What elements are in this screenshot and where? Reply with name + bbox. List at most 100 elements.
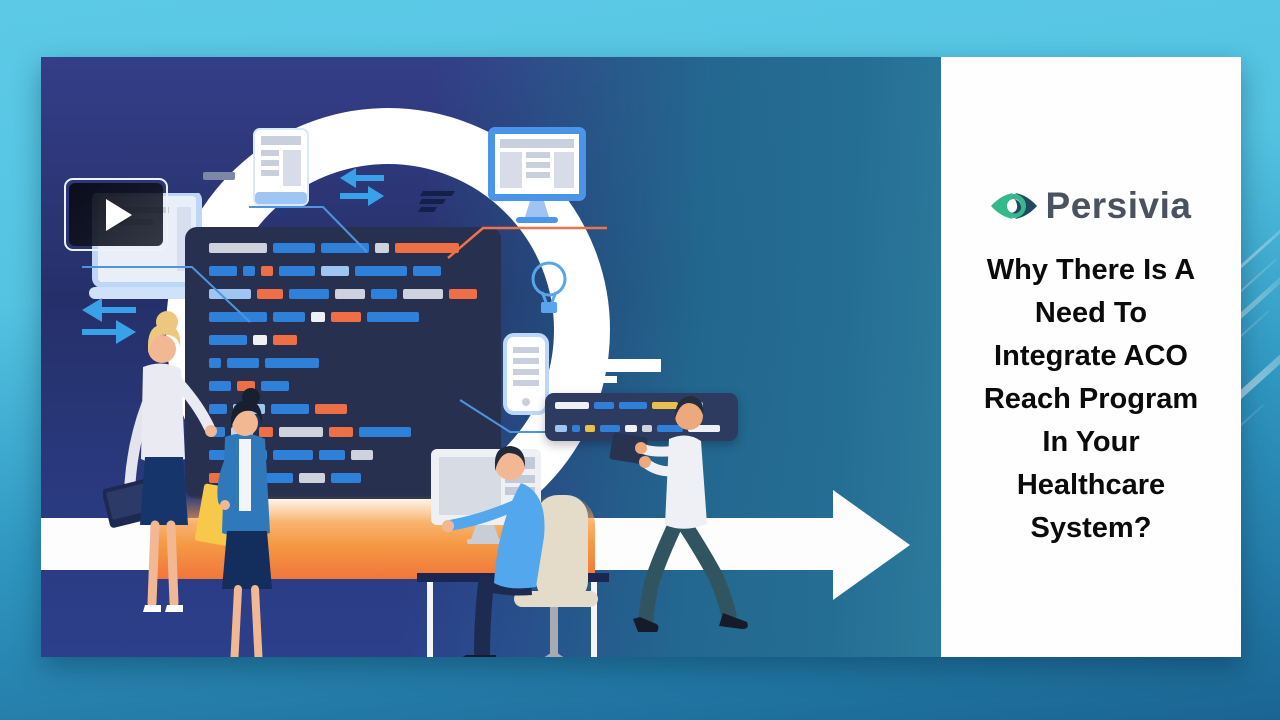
bar-segment xyxy=(273,243,315,253)
brand-name: Persivia xyxy=(1045,185,1192,226)
bar-segment xyxy=(299,473,325,483)
bar-segment xyxy=(600,425,620,432)
person-sitting-at-desk xyxy=(442,446,598,657)
bar-segment xyxy=(449,289,477,299)
bar-segment xyxy=(237,381,255,391)
person-with-laptop xyxy=(103,311,217,612)
bar-segment xyxy=(209,312,267,322)
bar-segment xyxy=(555,402,589,409)
bar-segment xyxy=(243,266,255,276)
bar-segment xyxy=(209,266,237,276)
lightbulb-icon xyxy=(531,261,567,313)
bar-segment xyxy=(261,266,273,276)
smartphone-icon xyxy=(503,333,549,415)
bar-segment xyxy=(273,335,297,345)
brand-logo: Persivia xyxy=(990,185,1192,227)
bar-segment xyxy=(367,312,419,322)
bar-row xyxy=(209,381,477,391)
bar-segment xyxy=(403,289,443,299)
bar-segment xyxy=(331,312,361,322)
bar-segment xyxy=(321,266,349,276)
bar-segment xyxy=(209,335,247,345)
bar-segment xyxy=(253,335,267,345)
bar-segment xyxy=(319,450,345,460)
bar-segment xyxy=(688,425,720,432)
bar-segment xyxy=(413,266,441,276)
title-line: System? xyxy=(1030,512,1152,544)
bar-segment xyxy=(209,243,267,253)
bar-segment xyxy=(395,243,459,253)
bar-segment xyxy=(585,425,595,432)
presentation-slide: Persivia Why There Is A Need To Integrat… xyxy=(41,57,1241,657)
bar-segment xyxy=(271,404,309,414)
bar-segment xyxy=(209,358,221,368)
bar-segment xyxy=(555,425,567,432)
title-line: Healthcare xyxy=(1016,469,1166,501)
chart-bars-icon xyxy=(585,333,661,383)
bar-segment xyxy=(335,289,365,299)
bar-segment xyxy=(359,427,411,437)
menu-dashes-icon xyxy=(417,191,455,212)
persivia-eye-icon xyxy=(990,193,1037,219)
bar-segment xyxy=(279,427,323,437)
title-line: In Your xyxy=(1042,426,1140,458)
person-with-clipboard xyxy=(194,388,272,657)
bar-segment xyxy=(594,402,614,409)
bar-segment xyxy=(657,425,683,432)
title-line: Reach Program xyxy=(983,383,1199,415)
bar-segment xyxy=(619,402,647,409)
bar-row xyxy=(209,266,477,276)
bar-segment xyxy=(625,425,637,432)
bar-segment xyxy=(261,381,289,391)
bar-segment xyxy=(259,427,273,437)
bar-segment xyxy=(209,450,233,460)
video-play-button[interactable] xyxy=(64,178,168,251)
document-icon xyxy=(253,128,309,206)
connector-lines xyxy=(82,206,607,433)
bar-segment xyxy=(642,425,652,432)
bar-row xyxy=(209,358,477,368)
title-line: Need To xyxy=(1034,297,1148,329)
title-panel: Persivia Why There Is A Need To Integrat… xyxy=(941,57,1241,657)
title-line: Why There Is A xyxy=(986,254,1196,286)
bar-segment xyxy=(311,312,325,322)
bar-row xyxy=(209,289,477,299)
bar-segment xyxy=(209,381,231,391)
bar-segment xyxy=(289,289,329,299)
sync-arrows-icon xyxy=(82,298,136,344)
bar-segment xyxy=(273,312,305,322)
play-icon xyxy=(106,198,132,231)
bar-segment xyxy=(261,473,293,483)
bar-segment xyxy=(257,289,283,299)
bar-segment xyxy=(331,473,361,483)
bar-segment xyxy=(209,427,225,437)
bar-row xyxy=(555,425,728,432)
bar-segment xyxy=(209,404,227,414)
bar-segment xyxy=(355,266,407,276)
bar-segment xyxy=(321,243,369,253)
bar-segment xyxy=(209,473,223,483)
bar-row xyxy=(209,312,477,322)
sync-arrows-icon xyxy=(340,168,384,206)
bar-segment xyxy=(273,450,313,460)
bar-segment xyxy=(375,243,389,253)
bar-row xyxy=(209,243,477,253)
floating-status-bar xyxy=(545,393,738,441)
video-thumbnail xyxy=(69,183,163,246)
bar-segment xyxy=(315,404,347,414)
bar-segment xyxy=(572,425,580,432)
dash-icon xyxy=(203,172,235,180)
bar-row xyxy=(209,335,477,345)
monitor-icon xyxy=(488,127,586,223)
bar-segment xyxy=(209,289,251,299)
bar-segment xyxy=(227,358,259,368)
bar-segment xyxy=(329,427,353,437)
bar-segment xyxy=(652,402,678,409)
bar-segment xyxy=(265,358,319,368)
bar-segment xyxy=(279,266,315,276)
bar-segment xyxy=(371,289,397,299)
title-line: Integrate ACO xyxy=(994,340,1188,372)
illustration xyxy=(41,57,941,657)
slide-title: Why There Is A Need To Integrate ACO Rea… xyxy=(955,249,1227,550)
